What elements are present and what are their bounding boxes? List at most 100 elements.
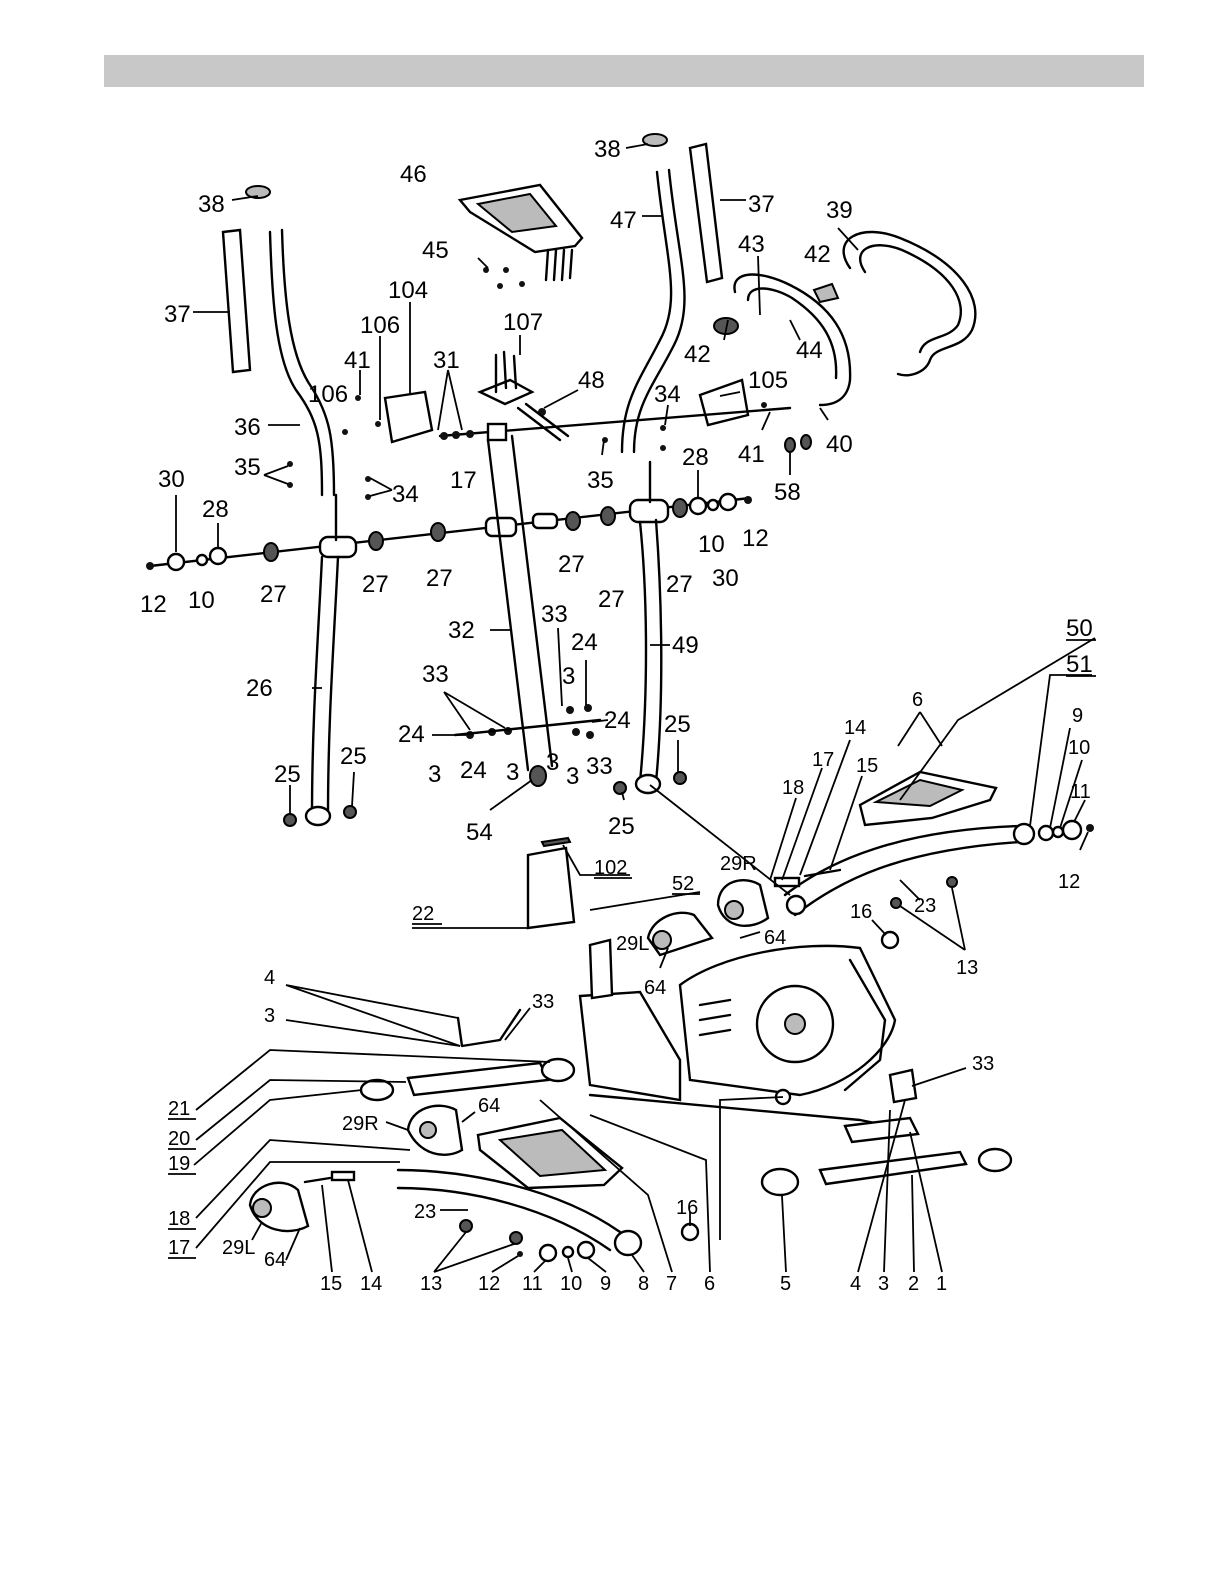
washer-30-left xyxy=(166,552,186,572)
bolt-12-left xyxy=(146,562,154,570)
part-label: 52 xyxy=(672,873,694,895)
part-label: 25 xyxy=(608,813,635,840)
part-label: 30 xyxy=(712,565,739,592)
part-label: 28 xyxy=(682,444,709,471)
part-label: 3 xyxy=(878,1273,889,1295)
part-label: 39 xyxy=(826,197,853,224)
part-label: 11 xyxy=(1070,781,1091,803)
part-label: 26 xyxy=(246,675,273,702)
part-label: 25 xyxy=(340,743,367,770)
part-label: 104 xyxy=(388,277,428,304)
part-label: 24 xyxy=(571,629,598,656)
knob-13-l-a xyxy=(459,1219,473,1233)
frame-front xyxy=(578,990,682,1102)
pedal-arm-7 xyxy=(396,1168,622,1252)
washer-16-r xyxy=(880,930,900,950)
part-label: 41 xyxy=(738,441,765,468)
cover-29L-upper-hub xyxy=(652,930,672,950)
part-label: 24 xyxy=(604,707,631,734)
part-labels: 38 38 46 47 37 39 37 43 42 45 104 107 10… xyxy=(140,136,1093,1295)
part-label: 35 xyxy=(587,467,614,494)
handlebar-40-outline-a xyxy=(733,273,852,407)
end-cap-21 xyxy=(540,1057,576,1083)
part-label: 14 xyxy=(844,717,866,739)
bushing-27-f xyxy=(672,498,688,518)
screw-45-b xyxy=(503,267,509,273)
part-label: 4 xyxy=(850,1273,861,1295)
part-label: 10 xyxy=(698,531,725,558)
part-label: 28 xyxy=(202,496,229,523)
part-label: 16 xyxy=(850,901,872,923)
part-label: 6 xyxy=(912,689,923,711)
end-cap-19 xyxy=(359,1078,395,1102)
part-label: 46 xyxy=(400,161,427,188)
part-label: 12 xyxy=(140,591,167,618)
part-label: 1 xyxy=(936,1273,947,1295)
part-label: 19 xyxy=(168,1153,190,1175)
cover-29R-lower-hub xyxy=(419,1121,437,1139)
end-cap-5 xyxy=(760,1167,800,1197)
pedal-arm-50-joint xyxy=(785,894,807,916)
part-label: 21 xyxy=(168,1098,190,1120)
washer-11-r xyxy=(1061,819,1083,841)
washer-3-b xyxy=(572,728,580,736)
axle-sleeve xyxy=(484,516,518,538)
part-label: 17 xyxy=(450,467,477,494)
washer-30-right xyxy=(718,492,738,512)
bolt-35-b xyxy=(287,482,293,488)
frame-post-52 xyxy=(588,938,614,1000)
arm-26-foot xyxy=(304,805,332,827)
part-label: 102 xyxy=(594,857,627,879)
bushing-25-d xyxy=(673,771,687,785)
pulse-sensor-42-b xyxy=(812,282,840,304)
nut-34-a xyxy=(365,476,371,482)
part-label: 45 xyxy=(422,237,449,264)
header-bar xyxy=(104,55,1144,87)
bushing-15-r xyxy=(803,868,842,878)
knob-13-l-b xyxy=(509,1231,523,1245)
bushing-27-e xyxy=(600,506,616,526)
bolt-17-a xyxy=(440,432,448,440)
part-label: 18 xyxy=(168,1208,190,1230)
screw-45-c xyxy=(497,283,503,289)
handlebar-40-outline-b xyxy=(746,287,838,380)
bolt-12-r xyxy=(1086,824,1094,832)
knob-13-r-b xyxy=(946,876,958,888)
washer-10-r xyxy=(1051,825,1065,839)
column-32 xyxy=(486,434,554,772)
frame-rear-ribs xyxy=(843,958,887,1092)
washer-9-r xyxy=(1037,824,1055,842)
end-cap-38-right xyxy=(642,133,668,147)
part-label: 23 xyxy=(414,1201,436,1223)
bushing-31 xyxy=(486,422,508,442)
part-label: 34 xyxy=(654,381,681,408)
part-label: 33 xyxy=(422,661,449,688)
part-label: 10 xyxy=(188,587,215,614)
knob-54 xyxy=(529,765,547,787)
part-label: 14 xyxy=(360,1273,382,1295)
washer-10-right xyxy=(706,498,720,512)
part-label: 20 xyxy=(168,1128,190,1150)
part-label: 32 xyxy=(448,617,475,644)
part-label: 6 xyxy=(704,1273,715,1295)
part-label: 38 xyxy=(594,136,621,163)
part-label: 33 xyxy=(586,753,613,780)
bolt-12-l xyxy=(517,1251,523,1257)
label-underlines xyxy=(168,639,1096,1259)
part-label: 29R xyxy=(342,1113,379,1135)
cover-29L-lower xyxy=(248,1181,310,1233)
part-label: 27 xyxy=(598,586,625,613)
part-label: 37 xyxy=(164,301,191,328)
cover-22 xyxy=(526,846,576,930)
cover-104 xyxy=(383,390,434,444)
handlebar-39-outline-a xyxy=(842,230,977,377)
part-label: 107 xyxy=(503,309,543,336)
link-48 xyxy=(516,402,570,442)
handlebar-47-outline-a xyxy=(620,170,673,454)
part-label: 24 xyxy=(460,757,487,784)
roller-51 xyxy=(1012,822,1036,846)
cover-29R-upper-hub xyxy=(724,900,744,920)
console-46-wires xyxy=(544,248,574,282)
pedal-6-right-top xyxy=(872,778,965,808)
cover-29L-lower-hub xyxy=(252,1198,272,1218)
